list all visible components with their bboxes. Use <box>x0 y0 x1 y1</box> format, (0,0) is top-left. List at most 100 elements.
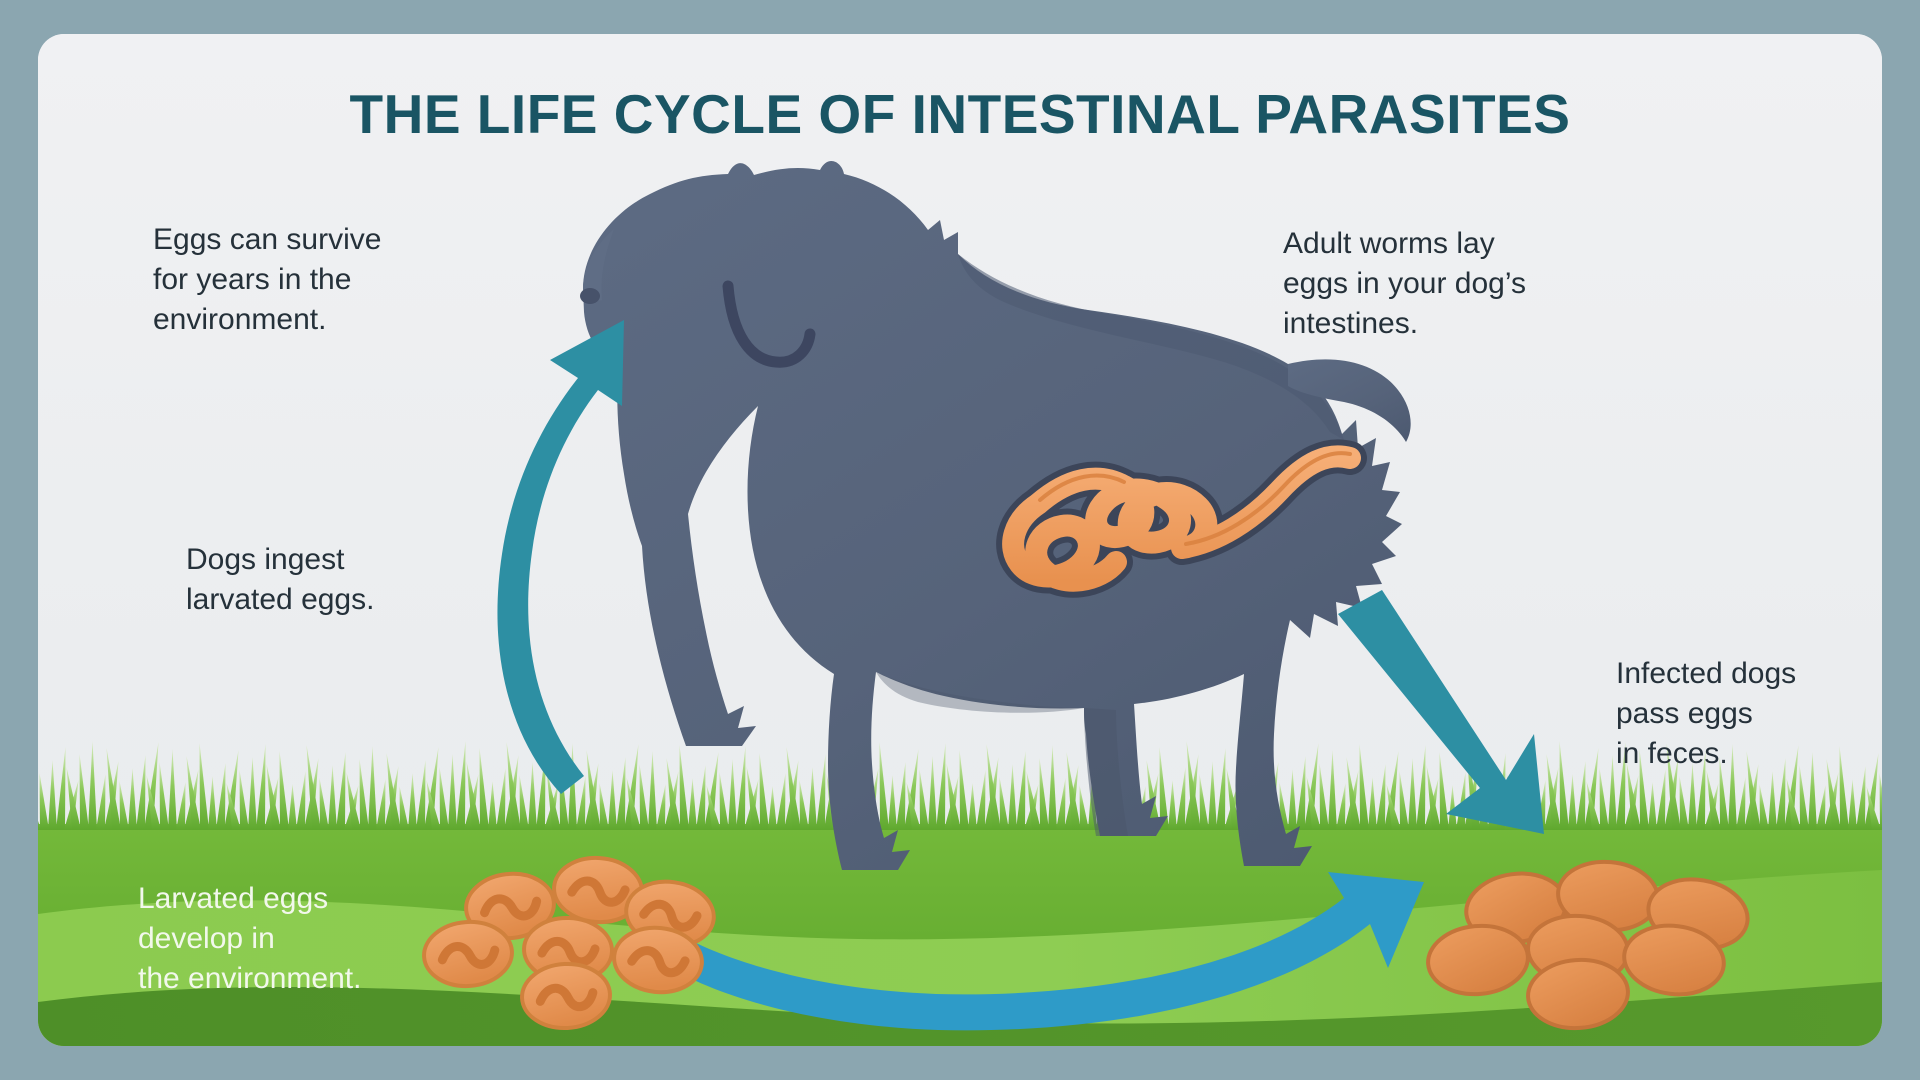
grass-blade <box>248 757 257 830</box>
grass-blade <box>1168 780 1177 830</box>
grass-blade <box>368 746 377 830</box>
callout-dogs-ingest: Dogs ingest larvated eggs. <box>186 543 375 617</box>
grass-blade <box>999 777 1009 830</box>
grass-blade <box>296 771 306 830</box>
grass-blade <box>959 750 969 830</box>
grass-blade <box>1279 782 1289 830</box>
grass-blade <box>1656 769 1666 830</box>
shed-arrow <box>1338 590 1544 834</box>
grass-blade <box>106 748 121 830</box>
grass-blade <box>1679 776 1689 830</box>
grass-blade <box>288 784 297 830</box>
callout-adult-worms: Adult worms lay eggs in your dog’s intes… <box>1283 227 1526 341</box>
grass-blade <box>1586 781 1601 830</box>
grass-blade <box>776 773 786 830</box>
grass-blade <box>239 770 249 830</box>
grass-blade <box>519 775 529 830</box>
grass-blade <box>746 766 761 830</box>
grass-blade <box>1399 771 1409 830</box>
grass-blade <box>1696 750 1706 830</box>
grass-blade <box>648 751 657 830</box>
grass-blade <box>679 745 689 830</box>
grass-blade <box>919 769 929 830</box>
grass-blade <box>1008 764 1017 830</box>
grass-blade <box>1386 784 1401 830</box>
grass-blade <box>399 786 409 830</box>
grass-blade <box>1808 752 1817 830</box>
grass-blade <box>424 747 439 830</box>
grass-blade <box>346 772 361 830</box>
grass-blade <box>176 782 186 830</box>
grass-blade <box>226 783 241 830</box>
feces-blob <box>1526 957 1630 1031</box>
grass-blade <box>1719 757 1729 830</box>
grass-blade <box>719 772 729 830</box>
grass-blade <box>624 744 639 830</box>
grass-blade <box>88 741 97 830</box>
grass-blade <box>1199 774 1209 830</box>
grass-blade <box>1368 777 1377 830</box>
grass-blade <box>728 759 737 830</box>
grass-blade <box>56 747 66 830</box>
grass-blade <box>1048 745 1057 830</box>
grass-blade <box>208 776 217 830</box>
grass-blade <box>904 749 919 830</box>
grass-blade <box>359 759 369 830</box>
grass-blade <box>1816 785 1826 830</box>
grass-blade <box>1616 742 1626 830</box>
grass-blade <box>186 756 201 830</box>
grass-blade <box>328 765 337 830</box>
grass-blade <box>816 754 826 830</box>
grass-blade <box>1608 755 1617 830</box>
feces-cluster <box>1426 859 1750 1031</box>
grass-blade <box>199 743 209 830</box>
dog-illustration <box>580 161 1411 870</box>
callout-eggs-survive: Eggs can survive for years in the enviro… <box>153 223 382 337</box>
larva-squiggle <box>537 936 600 967</box>
grass-blade <box>48 760 57 830</box>
grass-blade <box>408 773 417 830</box>
intestine-inner-line <box>1038 451 1352 546</box>
intestines-with-worms <box>996 439 1367 598</box>
callout-larvated-eggs: Larvated eggs develop in the environment… <box>138 882 362 996</box>
grass-blade <box>1784 745 1799 830</box>
grass-blade <box>1759 784 1769 830</box>
ingest-arrow <box>497 320 624 794</box>
dog-snout <box>583 229 614 301</box>
grass-blade <box>608 770 617 830</box>
grass-blade <box>479 748 489 830</box>
grass-blade <box>759 753 769 830</box>
egg-and-feces-layer <box>422 855 1750 1031</box>
grass-blade <box>1799 765 1809 830</box>
grass-blade <box>799 780 809 830</box>
grass-blade <box>1328 750 1337 830</box>
grass-blade <box>466 761 481 830</box>
grass-blade <box>38 820 41 830</box>
grass-blade <box>168 749 177 830</box>
grass-blade <box>696 765 706 830</box>
grass-blade <box>1186 741 1201 830</box>
grass-blade <box>279 751 289 830</box>
grass-blade <box>1666 743 1681 830</box>
grass-blade <box>1728 744 1737 830</box>
grass-blade <box>879 742 889 830</box>
grass-blade <box>488 781 497 830</box>
dog-nose <box>580 288 600 304</box>
grass-blade <box>456 741 466 830</box>
grass-blade <box>528 762 537 830</box>
grass-blade <box>639 764 649 830</box>
grass-blade <box>656 784 666 830</box>
grass-blade <box>119 781 129 830</box>
grass-blade <box>144 742 159 830</box>
grass-blade <box>666 758 681 830</box>
grass-blade <box>216 763 226 830</box>
grass-blade <box>786 747 801 830</box>
grass-blade <box>1746 751 1761 830</box>
grass-blade <box>66 767 81 830</box>
grass-blade <box>928 756 937 830</box>
grass-blade <box>976 770 986 830</box>
feces-blob <box>1622 923 1726 997</box>
grass-blade <box>1066 752 1081 830</box>
larva-squiggle <box>535 983 598 1012</box>
